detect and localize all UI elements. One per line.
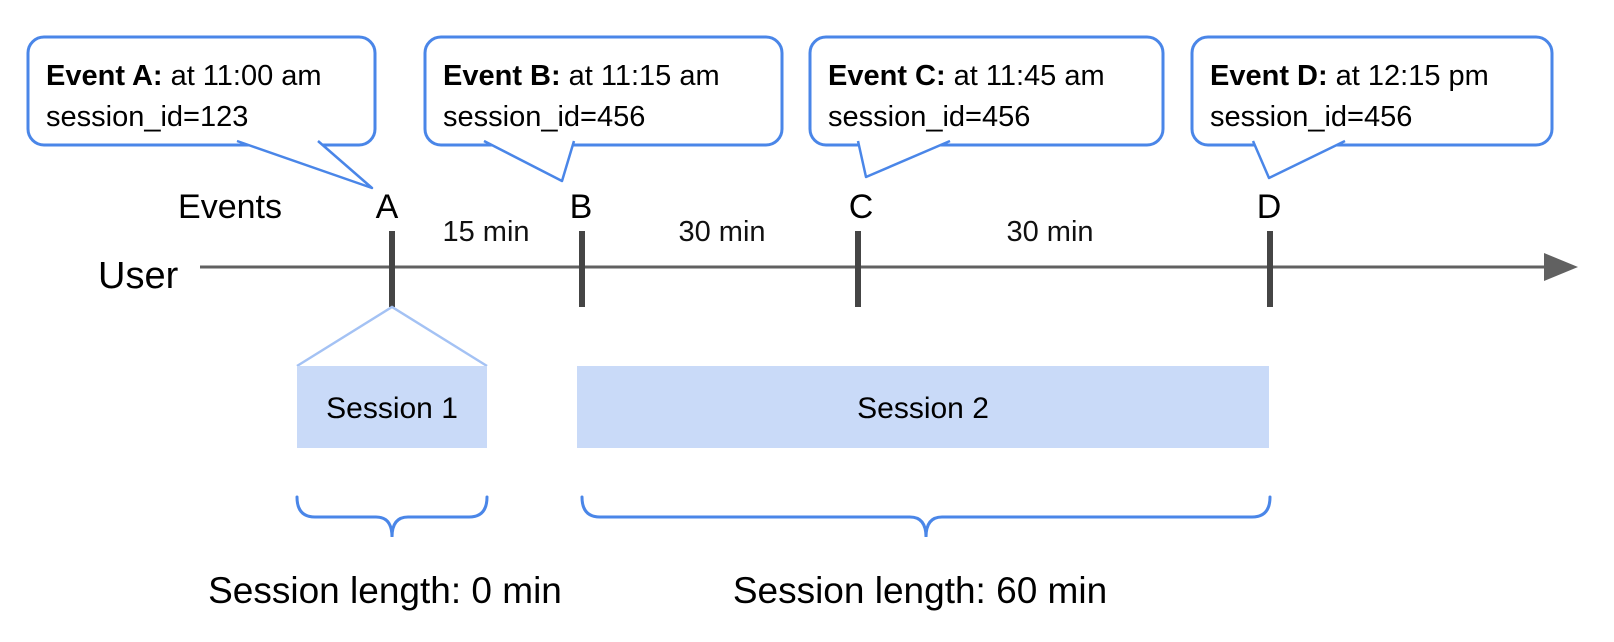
event-marker-a: A <box>376 188 399 226</box>
bubble-box <box>808 35 1165 147</box>
bubble-session-line: session_id=456 <box>1210 101 1412 133</box>
session-1-funnel-lines <box>296 305 488 368</box>
bubble-title-line: Event A:at 11:00 am <box>46 60 322 92</box>
bubble-tail <box>236 139 374 190</box>
user-timeline: Events User A B C D 15 min 30 min 30 min <box>98 188 1578 307</box>
bubble-box <box>1190 35 1554 147</box>
session-1-group: Session 1 Session length: 0 min <box>208 305 562 611</box>
bubble-session-line: session_id=123 <box>46 101 248 133</box>
session-1-bar <box>297 366 487 448</box>
bubble-title-line: Event B:at 11:15 am <box>443 60 720 92</box>
session-2-length-label: Session length: 60 min <box>733 570 1107 611</box>
user-axis-label: User <box>98 255 179 297</box>
session-1-length-label: Session length: 0 min <box>208 570 562 611</box>
bubble-title-bold: Event C: <box>828 60 946 92</box>
interval-label-cd: 30 min <box>1006 216 1093 248</box>
bubble-tail <box>856 139 951 179</box>
bubble-tail <box>483 139 576 183</box>
bubble-box <box>423 35 784 147</box>
bubble-title-bold: Event B: <box>443 60 561 92</box>
event-marker-d: D <box>1257 188 1282 226</box>
event-bubble-a: Event A:at 11:00 am session_id=123 <box>26 35 377 190</box>
interval-label-bc: 30 min <box>678 216 765 248</box>
session-2-brace <box>580 495 1272 538</box>
session-2-bar <box>577 366 1269 448</box>
session-1-label: Session 1 <box>326 392 458 425</box>
events-axis-label: Events <box>178 188 282 226</box>
session-2-label: Session 2 <box>857 392 989 425</box>
bubble-title-line: Event D:at 12:15 pm <box>1210 60 1489 92</box>
bubble-title-rest: at 11:45 am <box>954 60 1105 92</box>
bubble-title-rest: at 12:15 pm <box>1336 60 1489 92</box>
bubble-session-line: session_id=456 <box>443 101 645 133</box>
event-bubble-b: Event B:at 11:15 am session_id=456 <box>423 35 784 183</box>
session-1-brace <box>295 495 489 538</box>
bubble-box <box>26 35 377 147</box>
bubble-session-line: session_id=456 <box>828 101 1030 133</box>
bubble-title-rest: at 11:00 am <box>171 60 322 92</box>
event-bubble-c: Event C:at 11:45 am session_id=456 <box>808 35 1165 179</box>
timeline-arrow-icon <box>1544 253 1578 281</box>
bubble-title-rest: at 11:15 am <box>569 60 720 92</box>
session-2-group: Session 2 Session length: 60 min <box>577 366 1272 611</box>
event-bubble-d: Event D:at 12:15 pm session_id=456 <box>1190 35 1554 180</box>
bubble-tail <box>1251 139 1346 180</box>
event-marker-b: B <box>570 188 593 226</box>
event-marker-c: C <box>849 188 874 226</box>
bubble-title-bold: Event A: <box>46 60 163 92</box>
bubble-title-line: Event C:at 11:45 am <box>828 60 1105 92</box>
bubble-title-bold: Event D: <box>1210 60 1328 92</box>
interval-label-ab: 15 min <box>442 216 529 248</box>
